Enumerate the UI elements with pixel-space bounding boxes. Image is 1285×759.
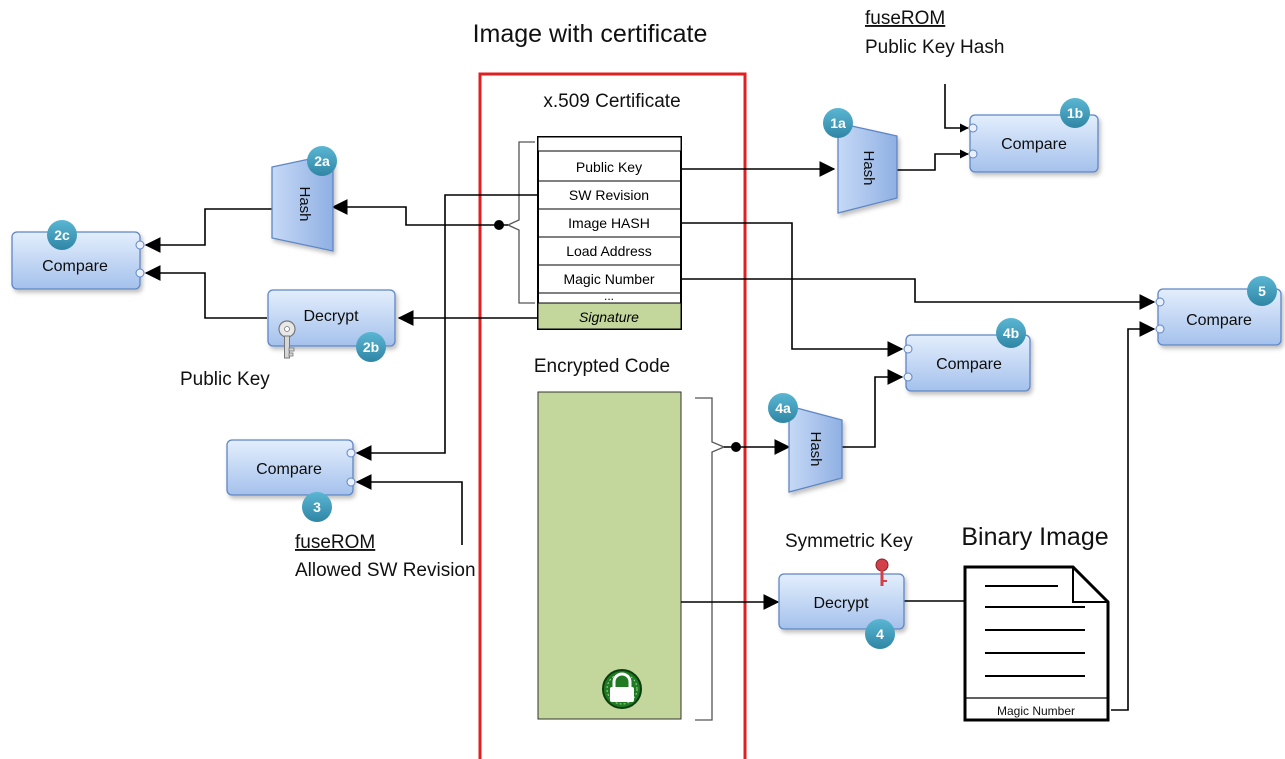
svg-text:1a: 1a bbox=[830, 115, 846, 131]
svg-text:Compare: Compare bbox=[256, 461, 322, 478]
badge-4a: 4a bbox=[768, 393, 798, 423]
input-ports bbox=[135, 123, 1165, 487]
svg-text:Decrypt: Decrypt bbox=[303, 308, 359, 325]
compare-block-4b: Compare bbox=[905, 334, 1031, 392]
badge-1b: 1b bbox=[1060, 98, 1090, 128]
key-icon bbox=[278, 320, 296, 359]
cert-field-ellipsis: ... bbox=[604, 289, 614, 303]
hash-block-1a: Hash bbox=[837, 122, 898, 214]
svg-text:1b: 1b bbox=[1067, 105, 1083, 121]
svg-text:Hash: Hash bbox=[860, 150, 877, 185]
fuserom-rev-line1: fuseROM bbox=[295, 532, 375, 553]
junction-dot bbox=[494, 220, 504, 230]
cert-field-image-hash: Image HASH bbox=[568, 215, 650, 231]
badge-4b: 4b bbox=[996, 318, 1026, 348]
svg-text:Compare: Compare bbox=[936, 356, 1002, 373]
svg-text:2a: 2a bbox=[314, 153, 330, 169]
svg-text:5: 5 bbox=[1258, 283, 1266, 299]
compare-block-1b: Compare bbox=[969, 114, 1099, 173]
symmetric-key-label: Symmetric Key bbox=[785, 531, 913, 552]
hash-block-4a: Hash bbox=[788, 405, 843, 493]
binary-image-magic-number: Magic Number bbox=[997, 704, 1075, 718]
compare-block-3: Compare bbox=[226, 439, 354, 496]
binary-image-title: Binary Image bbox=[961, 523, 1108, 551]
svg-text:Compare: Compare bbox=[1186, 312, 1252, 329]
cert-field-public-key: Public Key bbox=[576, 159, 642, 175]
cert-field-sw-revision: SW Revision bbox=[569, 187, 649, 203]
svg-text:2b: 2b bbox=[363, 339, 379, 355]
badge-2a: 2a bbox=[307, 146, 337, 176]
certificate-brace bbox=[506, 141, 535, 304]
fuserom-hash-line2: Public Key Hash bbox=[865, 37, 1004, 58]
diagram-title: Image with certificate bbox=[473, 20, 708, 48]
key-icon bbox=[875, 558, 889, 586]
image-frame bbox=[478, 72, 747, 759]
svg-text:4a: 4a bbox=[775, 400, 791, 416]
encrypted-code-label: Encrypted Code bbox=[534, 356, 670, 377]
public-key-label: Public Key bbox=[180, 369, 270, 390]
lock-icon bbox=[602, 669, 642, 709]
badge-5: 5 bbox=[1247, 276, 1277, 306]
fuserom-rev-line2: Allowed SW Revision bbox=[295, 560, 476, 581]
fuserom-hash-line1: fuseROM bbox=[865, 8, 945, 29]
encrypted-code-brace bbox=[695, 397, 726, 721]
svg-text:Decrypt: Decrypt bbox=[813, 595, 869, 612]
badge-2b: 2b bbox=[356, 332, 386, 362]
badge-1a: 1a bbox=[823, 108, 853, 138]
svg-text:Compare: Compare bbox=[1001, 136, 1067, 153]
certificate-title: x.509 Certificate bbox=[543, 91, 680, 112]
svg-text:2c: 2c bbox=[54, 227, 70, 243]
encrypted-code-block bbox=[537, 391, 682, 720]
cert-field-signature: Signature bbox=[579, 309, 639, 325]
junction-dot bbox=[731, 442, 741, 452]
cert-field-magic-number: Magic Number bbox=[563, 271, 654, 287]
badge-3: 3 bbox=[302, 492, 332, 522]
decrypt-block-4: Decrypt bbox=[778, 573, 905, 630]
svg-text:4b: 4b bbox=[1003, 325, 1019, 341]
document-icon: Magic Number bbox=[963, 565, 1110, 722]
svg-text:Compare: Compare bbox=[42, 258, 108, 275]
hash-block-2a: Hash bbox=[271, 153, 334, 252]
cert-field-load-address: Load Address bbox=[566, 243, 652, 259]
compare-block-5: Compare bbox=[1157, 288, 1282, 346]
svg-text:4: 4 bbox=[876, 626, 884, 642]
connector-lines bbox=[144, 84, 1156, 711]
svg-text:3: 3 bbox=[313, 499, 321, 515]
svg-text:Hash: Hash bbox=[296, 186, 313, 221]
step-badges: 1a 1b 2a 2b 2c 3 4 4a 4b 5 bbox=[47, 98, 1277, 649]
decrypt-block-2b: Decrypt bbox=[267, 289, 396, 347]
badge-4: 4 bbox=[865, 619, 895, 649]
compare-block-2c: Compare bbox=[11, 231, 141, 290]
badge-2c: 2c bbox=[47, 220, 77, 250]
certificate-table: Public Key SW Revision Image HASH Load A… bbox=[537, 136, 682, 330]
svg-text:Hash: Hash bbox=[807, 431, 824, 466]
